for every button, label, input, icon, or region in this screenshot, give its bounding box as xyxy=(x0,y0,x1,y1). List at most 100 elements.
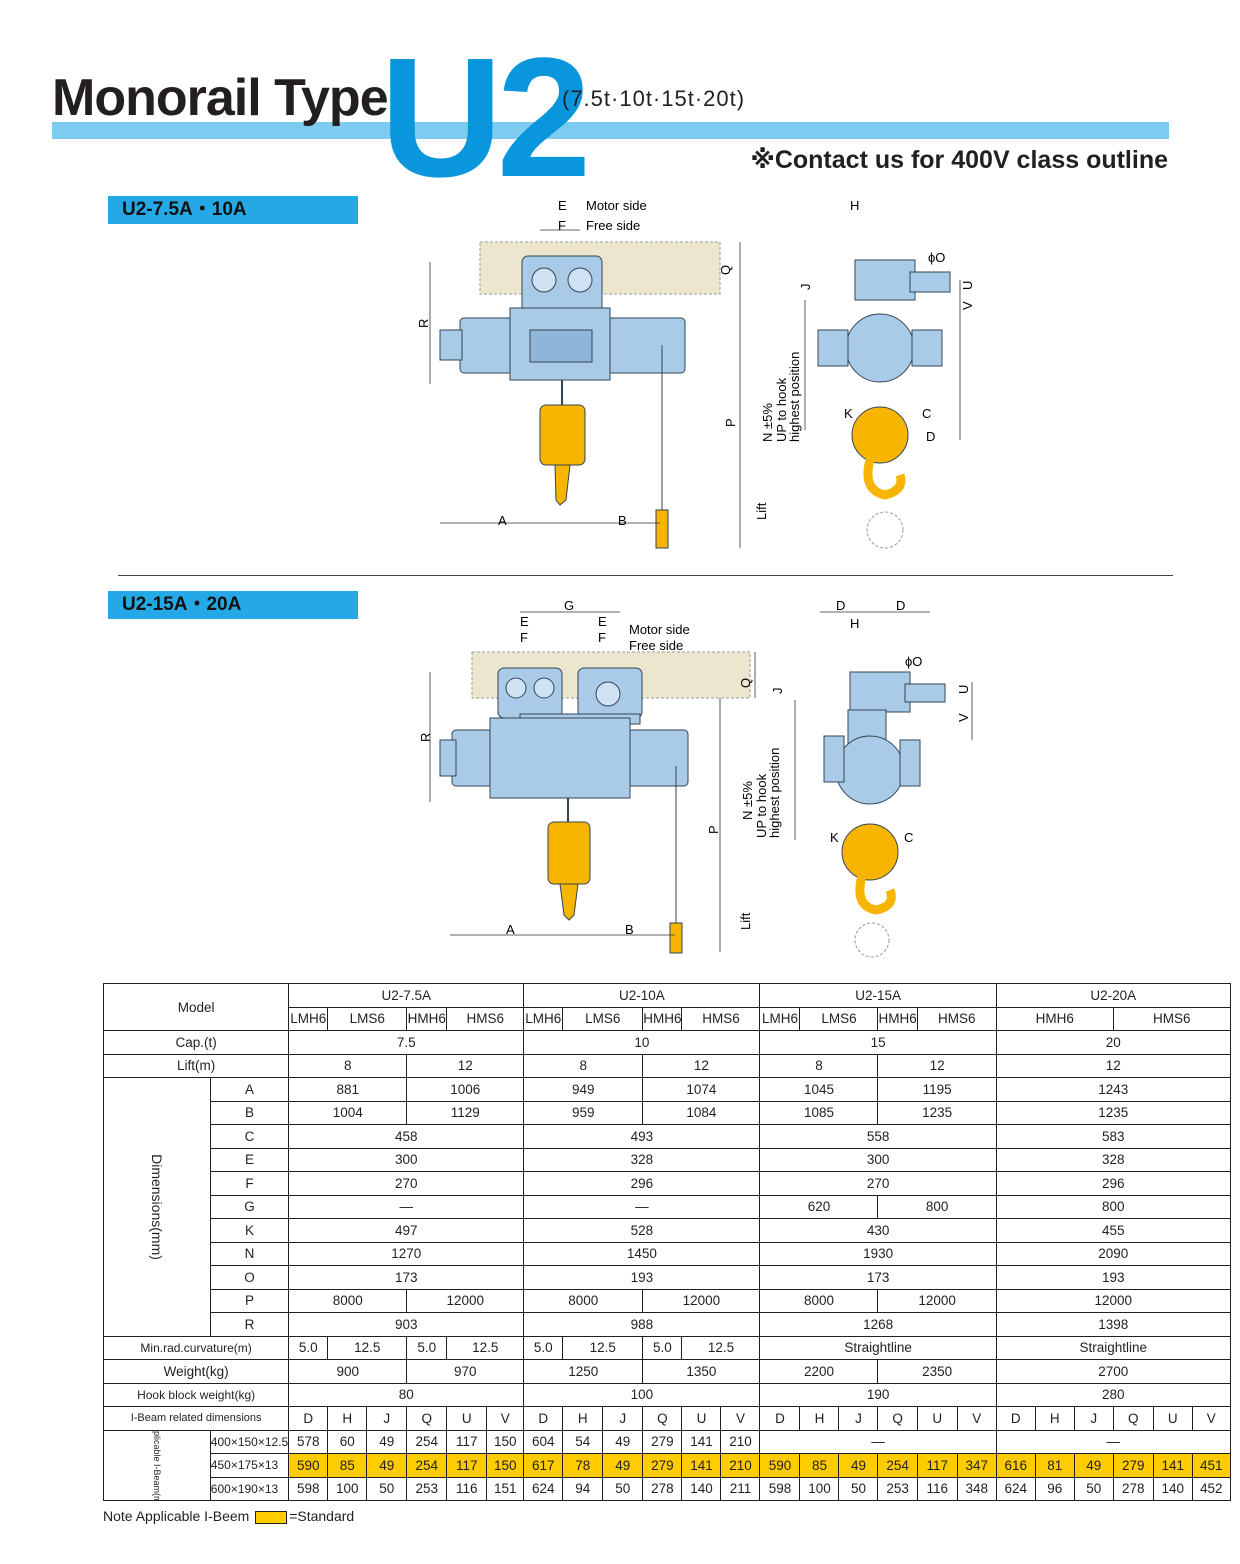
table-cell: 12.5 xyxy=(446,1335,525,1360)
drawing-u2-7-5a-10a: E Motor side F Free side H ϕO Q J U V R … xyxy=(416,198,975,549)
beam-value: 598 xyxy=(759,1476,801,1501)
table-cell: 100 xyxy=(523,1382,761,1407)
model-header: Model xyxy=(102,983,290,1031)
beam-value: 604 xyxy=(523,1429,564,1454)
beam-value: 116 xyxy=(916,1476,958,1501)
beam-value: 117 xyxy=(446,1453,488,1478)
table-cell: 190 xyxy=(759,1382,997,1407)
dim-label-phi-o: ϕO xyxy=(928,250,945,265)
table-cell: 12.5 xyxy=(681,1335,761,1360)
beam-value: 624 xyxy=(995,1476,1036,1501)
ibeam-col-header: U xyxy=(681,1406,722,1431)
ibeam-col-header: U xyxy=(446,1406,488,1431)
table-cell: 8 xyxy=(759,1053,879,1078)
weight-label: Weight(kg) xyxy=(102,1359,290,1384)
table-cell: 970 xyxy=(406,1359,525,1384)
dim-label-j: J xyxy=(770,688,785,695)
dim-label-q: Q xyxy=(718,265,733,275)
beam-value: 116 xyxy=(446,1476,488,1501)
table-cell: 8000 xyxy=(288,1288,408,1313)
submodel-header: LMS6 xyxy=(799,1006,879,1031)
table-cell: 881 xyxy=(288,1077,408,1102)
table-cell: 8000 xyxy=(523,1288,644,1313)
table-cell: 8 xyxy=(288,1053,408,1078)
capacity-range: (7.5t·10t·15t·20t) xyxy=(562,86,746,111)
dim-label-k: K xyxy=(844,406,853,421)
table-cell: 1243 xyxy=(995,1077,1231,1102)
beam-value: 141 xyxy=(1152,1453,1193,1478)
group-header: U2-10A xyxy=(523,983,761,1008)
table-cell: 959 xyxy=(523,1100,644,1125)
dim-key: N xyxy=(209,1241,290,1266)
submodel-header: HMH6 xyxy=(877,1006,918,1031)
ibeam-col-header: U xyxy=(916,1406,958,1431)
section-tag-u2-7-5a-10a: U2-7.5A・10A xyxy=(108,196,358,224)
table-cell: 583 xyxy=(995,1124,1231,1149)
motor-side-label: Motor side xyxy=(629,622,690,637)
dim-label-r: R xyxy=(418,733,433,742)
group-header: U2-7.5A xyxy=(288,983,525,1008)
table-cell: 1350 xyxy=(642,1359,761,1384)
table-cell: 493 xyxy=(523,1124,761,1149)
beam-value: 451 xyxy=(1191,1453,1231,1478)
group-header: U2-15A xyxy=(759,983,997,1008)
beam-value: 347 xyxy=(956,1453,997,1478)
table-cell: 1045 xyxy=(759,1077,879,1102)
beam-value: 50 xyxy=(366,1476,408,1501)
ibeam-col-header: U xyxy=(1152,1406,1193,1431)
beam-value: 50 xyxy=(1073,1476,1114,1501)
ibeam-col-header: D xyxy=(288,1406,329,1431)
dim-label-e-right: E xyxy=(598,614,607,629)
table-cell: 270 xyxy=(288,1171,525,1196)
dim-label-b: B xyxy=(625,922,634,937)
table-cell: 15 xyxy=(759,1030,997,1055)
ibeam-col-header: V xyxy=(956,1406,997,1431)
table-cell: 270 xyxy=(759,1171,997,1196)
submodel-header: HMS6 xyxy=(681,1006,761,1031)
table-cell: 8 xyxy=(523,1053,644,1078)
table-cell: 193 xyxy=(995,1265,1231,1290)
beam-value: — xyxy=(995,1429,1231,1454)
beam-value: 590 xyxy=(759,1453,801,1478)
table-cell: 1235 xyxy=(995,1100,1231,1125)
beam-value: 117 xyxy=(916,1453,958,1478)
table-cell: 1195 xyxy=(877,1077,997,1102)
beam-value: 54 xyxy=(562,1429,604,1454)
dim-label-u: U xyxy=(960,281,975,290)
beam-value: 254 xyxy=(406,1429,448,1454)
submodel-header: HMH6 xyxy=(642,1006,683,1031)
beam-value: 150 xyxy=(486,1429,525,1454)
table-cell: 497 xyxy=(288,1218,525,1243)
table-cell: 5.0 xyxy=(642,1335,683,1360)
table-cell: 2700 xyxy=(995,1359,1231,1384)
beam-value: 348 xyxy=(956,1476,997,1501)
ibeam-col-header: H xyxy=(1034,1406,1075,1431)
beam-value: 624 xyxy=(523,1476,564,1501)
dimensions-header: Dimensions(mm) xyxy=(103,1077,211,1337)
dim-label-f: F xyxy=(558,218,566,233)
beam-value: 140 xyxy=(681,1476,722,1501)
dimensions-label: Dimensions(mm) xyxy=(148,1153,165,1260)
table-cell: 455 xyxy=(995,1218,1231,1243)
dim-label-n: N ±5% xyxy=(760,403,775,442)
beam-value: 49 xyxy=(602,1453,644,1478)
beam-value: 150 xyxy=(486,1453,525,1478)
dim-label-n: N ±5% xyxy=(740,781,755,820)
beam-value: 78 xyxy=(562,1453,604,1478)
dim-key: R xyxy=(209,1312,290,1337)
table-cell: 12000 xyxy=(877,1288,997,1313)
table-cell: 528 xyxy=(523,1218,761,1243)
table-cell: 1270 xyxy=(288,1241,525,1266)
table-cell: 80 xyxy=(288,1382,525,1407)
beam-value: 141 xyxy=(681,1453,722,1478)
submodel-header: LMH6 xyxy=(288,1006,329,1031)
table-cell: 458 xyxy=(288,1124,525,1149)
table-cell: Straightline xyxy=(759,1335,997,1360)
ibeam-col-header: J xyxy=(1073,1406,1114,1431)
table-cell: 173 xyxy=(759,1265,997,1290)
